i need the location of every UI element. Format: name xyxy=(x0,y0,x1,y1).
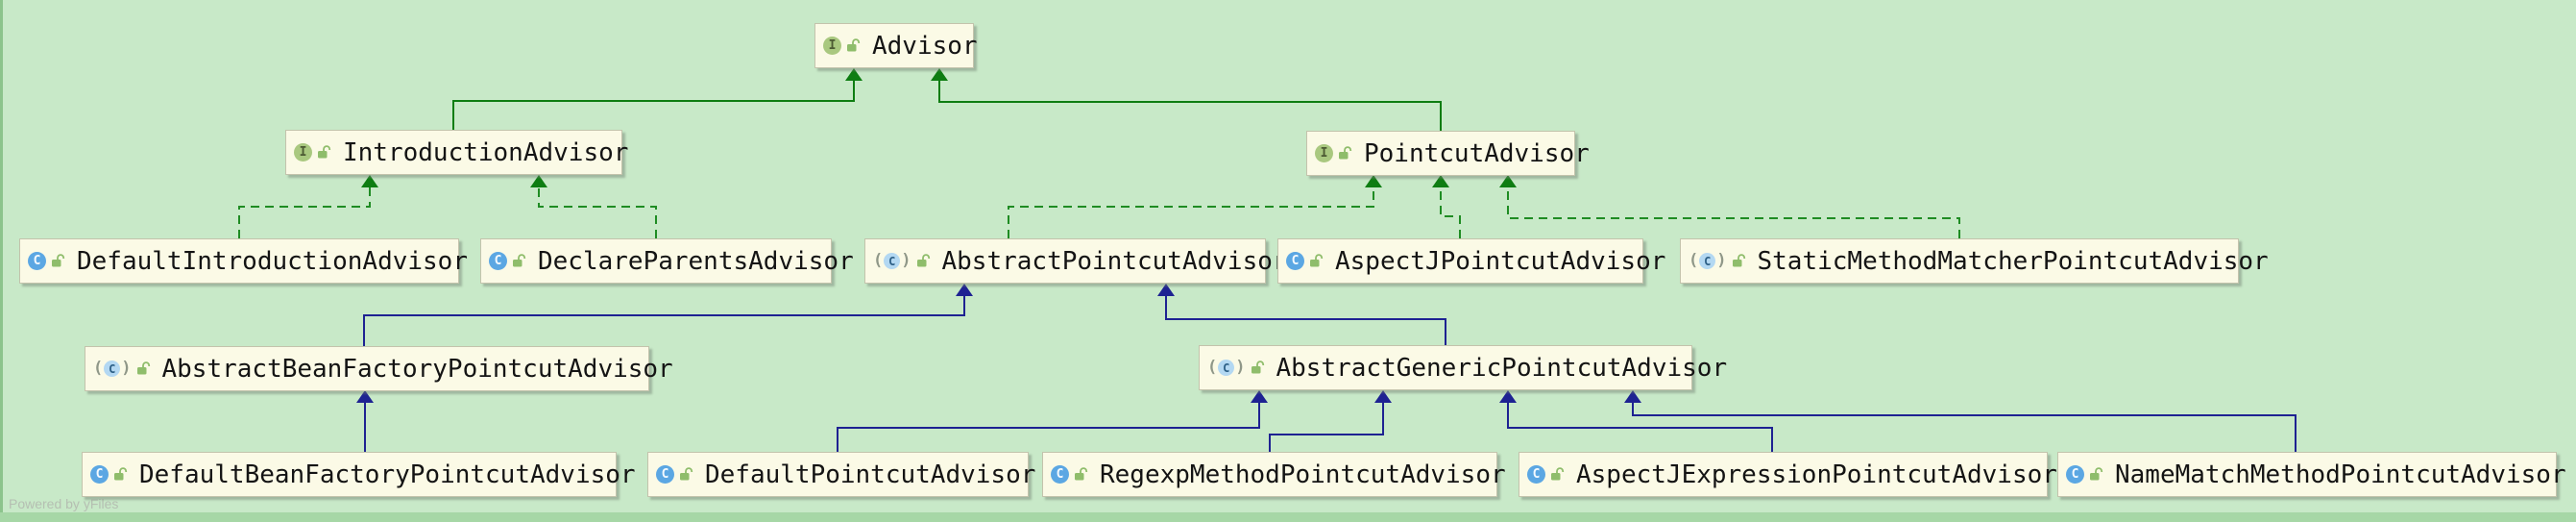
arrowhead-abstract-pointcut-advisor-to-pointcut-advisor xyxy=(1365,175,1382,187)
interface-icon: I xyxy=(294,143,312,162)
class-name-label: AspectJPointcutAdvisor xyxy=(1335,246,1666,276)
arrowhead-default-bean-factory-pointcut-advisor-to-abstract-bean-factory-pointcut-advisor xyxy=(356,390,374,403)
class-node-default-pointcut-advisor[interactable]: C DefaultPointcutAdvisor xyxy=(647,452,1035,497)
class-node-declare-parents-advisor[interactable]: C DeclareParentsAdvisor xyxy=(480,238,854,284)
class-node-name-match-method-pointcut-advisor[interactable]: C NameMatchMethodPointcutAdvisor xyxy=(2057,452,2566,497)
edge-regexp-method-pointcut-advisor-to-abstract-generic-pointcut-advisor xyxy=(1269,403,1384,452)
edge-introduction-advisor-to-advisor xyxy=(452,81,855,130)
unlocked-icon xyxy=(1551,467,1565,481)
class-icon: C xyxy=(1286,252,1304,270)
abstract-class-icon: (C) xyxy=(873,251,911,270)
arrowhead-aspectj-expression-pointcut-advisor-to-abstract-generic-pointcut-advisor xyxy=(1499,390,1517,403)
interface-icon: I xyxy=(823,37,841,55)
class-name-label: AbstractBeanFactoryPointcutAdvisor xyxy=(161,354,673,384)
edge-aspectj-pointcut-advisor-to-pointcut-advisor xyxy=(1440,187,1461,238)
edge-default-pointcut-advisor-to-abstract-generic-pointcut-advisor xyxy=(837,403,1260,452)
abstract-class-node-abstract-pointcut-advisor[interactable]: (C) AbstractPointcutAdvisor xyxy=(864,238,1288,284)
class-name-label: Advisor xyxy=(872,31,978,61)
abstract-class-node-static-method-matcher-pointcut-advisor[interactable]: (C) StaticMethodMatcherPointcutAdvisor xyxy=(1680,238,2269,284)
edge-aspectj-expression-pointcut-advisor-to-abstract-generic-pointcut-advisor xyxy=(1507,403,1773,452)
class-name-label: DefaultIntroductionAdvisor xyxy=(77,246,468,276)
unlocked-icon xyxy=(1732,254,1745,267)
interface-icon: I xyxy=(1315,144,1333,162)
abstract-class-node-abstract-generic-pointcut-advisor[interactable]: (C) AbstractGenericPointcutAdvisor xyxy=(1199,345,1727,390)
arrowhead-declare-parents-advisor-to-introduction-advisor xyxy=(530,175,547,187)
class-icon: C xyxy=(1527,465,1545,484)
class-node-aspectj-expression-pointcut-advisor[interactable]: C AspectJExpressionPointcutAdvisor xyxy=(1519,452,2057,497)
arrowhead-name-match-method-pointcut-advisor-to-abstract-generic-pointcut-advisor xyxy=(1624,390,1641,403)
interface-node-introduction-advisor[interactable]: I IntroductionAdvisor xyxy=(285,130,628,175)
unlocked-icon xyxy=(1075,467,1088,481)
edge-abstract-generic-pointcut-advisor-to-abstract-pointcut-advisor xyxy=(1165,296,1446,345)
class-name-label: DeclareParentsAdvisor xyxy=(538,246,854,276)
class-name-label: AspectJExpressionPointcutAdvisor xyxy=(1576,460,2057,489)
class-node-default-introduction-advisor[interactable]: C DefaultIntroductionAdvisor xyxy=(19,238,468,284)
class-name-label: NameMatchMethodPointcutAdvisor xyxy=(2115,460,2566,489)
arrowhead-default-introduction-advisor-to-introduction-advisor xyxy=(361,175,378,187)
class-icon: C xyxy=(656,465,674,484)
unlocked-icon xyxy=(680,467,693,481)
unlocked-icon xyxy=(847,38,861,52)
arrowhead-default-pointcut-advisor-to-abstract-generic-pointcut-advisor xyxy=(1251,390,1268,403)
class-name-label: DefaultPointcutAdvisor xyxy=(705,460,1036,489)
abstract-class-icon: (C) xyxy=(93,359,132,378)
arrowhead-aspectj-pointcut-advisor-to-pointcut-advisor xyxy=(1432,175,1449,187)
unlocked-icon xyxy=(136,361,150,375)
unlocked-icon xyxy=(916,254,930,267)
arrowhead-static-method-matcher-pointcut-advisor-to-pointcut-advisor xyxy=(1499,175,1517,187)
unlocked-icon xyxy=(1310,254,1324,267)
edge-abstract-pointcut-advisor-to-pointcut-advisor xyxy=(1008,187,1374,238)
class-node-default-bean-factory-pointcut-advisor[interactable]: C DefaultBeanFactoryPointcutAdvisor xyxy=(82,452,636,497)
class-icon: C xyxy=(489,252,507,270)
class-icon: C xyxy=(90,465,109,484)
arrowhead-introduction-advisor-to-advisor xyxy=(845,68,863,81)
edge-abstract-bean-factory-pointcut-advisor-to-abstract-pointcut-advisor xyxy=(363,296,965,346)
edge-default-introduction-advisor-to-introduction-advisor xyxy=(238,187,371,238)
unlocked-icon xyxy=(318,145,331,159)
unlocked-icon xyxy=(114,467,128,481)
class-name-label: AbstractPointcutAdvisor xyxy=(941,246,1288,276)
abstract-class-icon: (C) xyxy=(1207,358,1246,377)
class-name-label: StaticMethodMatcherPointcutAdvisor xyxy=(1757,246,2269,276)
class-name-label: AbstractGenericPointcutAdvisor xyxy=(1276,353,1728,383)
class-icon: C xyxy=(2066,465,2084,484)
canvas-bottom-edge xyxy=(0,512,2576,522)
edge-static-method-matcher-pointcut-advisor-to-pointcut-advisor xyxy=(1507,187,1960,238)
class-name-label: PointcutAdvisor xyxy=(1364,138,1590,168)
edge-name-match-method-pointcut-advisor-to-abstract-generic-pointcut-advisor xyxy=(1632,403,2297,452)
class-node-regexp-method-pointcut-advisor[interactable]: C RegexpMethodPointcutAdvisor xyxy=(1042,452,1506,497)
arrowhead-pointcut-advisor-to-advisor xyxy=(931,68,948,81)
class-name-label: DefaultBeanFactoryPointcutAdvisor xyxy=(139,460,636,489)
arrowhead-regexp-method-pointcut-advisor-to-abstract-generic-pointcut-advisor xyxy=(1374,390,1392,403)
arrowhead-abstract-bean-factory-pointcut-advisor-to-abstract-pointcut-advisor xyxy=(956,284,973,296)
class-name-label: RegexpMethodPointcutAdvisor xyxy=(1100,460,1506,489)
interface-node-pointcut-advisor[interactable]: I PointcutAdvisor xyxy=(1306,131,1590,176)
unlocked-icon xyxy=(52,254,65,267)
unlocked-icon xyxy=(1251,360,1264,374)
yfiles-watermark: Powered by yFiles xyxy=(9,496,119,511)
arrowhead-abstract-generic-pointcut-advisor-to-abstract-pointcut-advisor xyxy=(1157,284,1175,296)
interface-node-advisor[interactable]: I Advisor xyxy=(814,23,978,68)
class-node-aspectj-pointcut-advisor[interactable]: C AspectJPointcutAdvisor xyxy=(1277,238,1665,284)
abstract-class-icon: (C) xyxy=(1689,251,1727,270)
class-name-label: IntroductionAdvisor xyxy=(343,137,629,167)
edge-declare-parents-advisor-to-introduction-advisor xyxy=(538,187,657,238)
abstract-class-node-abstract-bean-factory-pointcut-advisor[interactable]: (C) AbstractBeanFactoryPointcutAdvisor xyxy=(85,346,673,391)
edge-pointcut-advisor-to-advisor xyxy=(938,81,1442,131)
class-icon: C xyxy=(28,252,46,270)
class-icon: C xyxy=(1051,465,1069,484)
unlocked-icon xyxy=(1339,146,1352,160)
canvas-left-edge xyxy=(0,0,3,522)
unlocked-icon xyxy=(2090,467,2103,481)
unlocked-icon xyxy=(513,254,526,267)
